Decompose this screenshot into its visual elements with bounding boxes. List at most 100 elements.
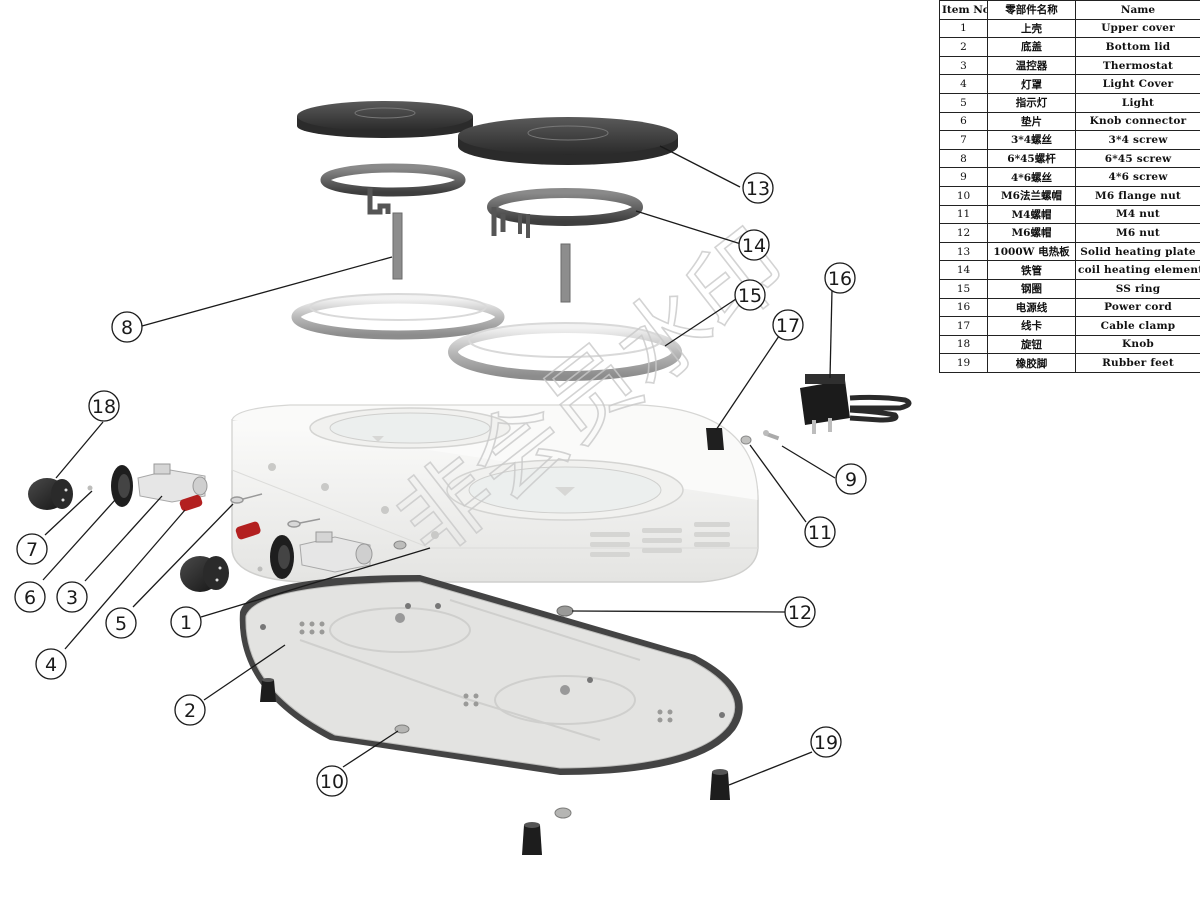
upper-cover	[231, 404, 759, 583]
name-cell: Knob	[1075, 334, 1200, 355]
callout-12: 12	[788, 602, 812, 624]
item-no-cell: 17	[939, 316, 988, 336]
callout-12-circle	[784, 596, 816, 628]
knob-connector-lower	[270, 535, 294, 579]
cn-name-cell: 橡胶脚	[987, 353, 1076, 373]
item-no-cell: 2	[939, 37, 988, 57]
power-cord	[800, 374, 912, 434]
rubber-foot-3	[522, 822, 542, 855]
name-cell: Power cord	[1075, 297, 1200, 318]
callout-11: 11	[808, 522, 832, 544]
name-cell: 4*6 screw	[1075, 167, 1200, 187]
item-no-cell: 13	[939, 241, 988, 262]
knob-upper	[28, 478, 73, 510]
cn-name-cell: 温控器	[987, 55, 1076, 76]
bottom-lid	[239, 575, 743, 775]
screw-rod-left	[392, 212, 403, 280]
item-no-cell: 10	[939, 185, 988, 206]
name-cell: Solid heating plate	[1075, 241, 1200, 262]
item-no-cell: 1	[939, 18, 988, 39]
callout-7: 7	[26, 539, 38, 561]
cn-name-cell: 1000W 电热板	[987, 241, 1076, 262]
callout-16-circle	[824, 262, 856, 294]
callout-2-circle	[174, 694, 206, 726]
item-no-cell: 15	[939, 278, 988, 299]
screw-4x6	[763, 430, 780, 441]
item-no-cell: 8	[939, 148, 988, 169]
callout-19-circle	[810, 726, 842, 758]
item-no-cell: 3	[939, 55, 988, 76]
cn-name-cell: M4螺帽	[987, 204, 1076, 225]
cn-name-cell: 6*45螺杆	[987, 148, 1076, 169]
callout-3-circle	[56, 581, 88, 613]
callout-15-circle	[734, 279, 766, 311]
ss-ring-left	[291, 293, 505, 340]
name-cell: Light Cover	[1075, 74, 1200, 94]
name-cell: M6 flange nut	[1075, 185, 1200, 206]
name-cell: Knob connector	[1075, 111, 1200, 132]
header-name: Name	[1075, 0, 1200, 20]
coil-element-right	[487, 188, 643, 238]
item-no-cell: 16	[939, 297, 988, 318]
item-no-cell: 4	[939, 74, 988, 94]
callout-13-circle	[742, 172, 774, 204]
light-upper	[230, 493, 263, 504]
rubber-foot-1	[260, 678, 276, 702]
callout-8: 8	[121, 317, 133, 339]
cn-name-cell: 线卡	[987, 316, 1076, 336]
leader-lines	[42, 145, 836, 786]
callout-17-circle	[772, 309, 804, 341]
name-cell: 6*45 screw	[1075, 148, 1200, 169]
callout-15: 15	[738, 285, 762, 307]
screw-3x4	[87, 485, 263, 572]
name-cell: M4 nut	[1075, 204, 1200, 225]
screw-rod-right	[560, 243, 571, 303]
cn-name-cell: 底盖	[987, 37, 1076, 57]
callout-2: 2	[184, 700, 196, 722]
callout-1-circle	[170, 606, 202, 638]
cn-name-cell: 旋钮	[987, 334, 1076, 355]
cn-name-cell: 钢圈	[987, 278, 1076, 299]
name-cell: M6 nut	[1075, 223, 1200, 243]
cn-name-cell: 垫片	[987, 111, 1076, 132]
item-no-cell: 11	[939, 204, 988, 225]
item-no-cell: 19	[939, 353, 988, 373]
knob-lower	[180, 556, 229, 592]
name-cell: Light	[1075, 92, 1200, 113]
callout-17: 17	[776, 315, 800, 337]
callout-13: 13	[746, 178, 770, 200]
name-cell: Thermostat	[1075, 55, 1200, 76]
callout-5-circle	[105, 607, 137, 639]
callout-5: 5	[115, 613, 127, 635]
washer	[393, 540, 407, 550]
callout-4-circle	[35, 648, 67, 680]
rubber-foot-2	[710, 769, 730, 800]
callout-7-circle	[16, 533, 48, 565]
callout-14: 14	[742, 235, 766, 257]
callout-18: 18	[92, 396, 116, 418]
thermostat-upper	[137, 463, 208, 503]
callout-9-circle	[835, 463, 867, 495]
callout-10-circle	[316, 765, 348, 797]
cn-name-cell: 电源线	[987, 297, 1076, 318]
ss-ring-right	[448, 322, 682, 381]
callout-1: 1	[180, 612, 192, 634]
item-no-cell: 14	[939, 260, 988, 280]
callout-4: 4	[45, 654, 57, 676]
name-cell: Bottom lid	[1075, 37, 1200, 57]
header-item-no: Item No	[939, 0, 988, 20]
callout-9: 9	[845, 469, 857, 491]
